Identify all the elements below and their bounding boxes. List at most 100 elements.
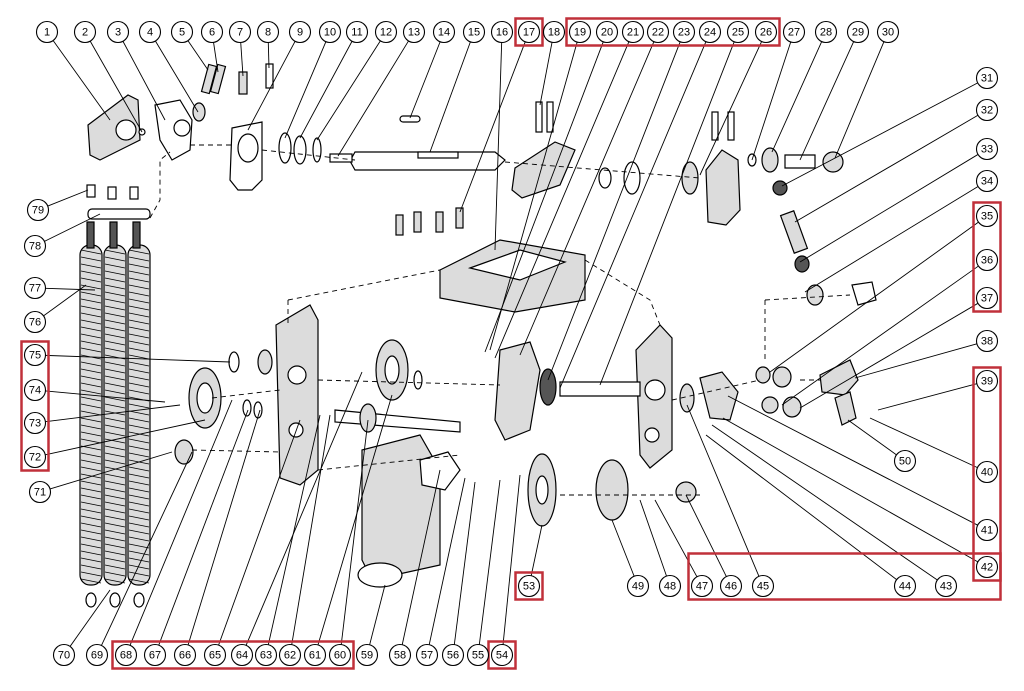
callout-5: 5 [170, 20, 194, 44]
callout-circle [203, 643, 227, 667]
leader-line-1 [52, 40, 111, 121]
spring-bar [87, 208, 151, 220]
callout-number: 9 [297, 27, 303, 39]
callout-number: 76 [29, 317, 41, 329]
bolt [129, 186, 139, 200]
callout-number: 59 [361, 650, 373, 662]
callout-number: 22 [652, 27, 664, 39]
callout-26: 26 [754, 20, 778, 44]
leader-line-40 [869, 417, 978, 469]
callout-circle [876, 20, 900, 44]
callout-number: 64 [236, 650, 248, 662]
callout-circle [318, 20, 342, 44]
leader-line-28 [771, 41, 823, 153]
callout-circle [114, 643, 138, 667]
callout-70: 70 [52, 643, 76, 667]
leader-line-59 [369, 584, 386, 645]
callout-56: 56 [441, 643, 465, 667]
sprocket-plate [494, 341, 541, 441]
callout-circle [698, 20, 722, 44]
callout-circle [726, 20, 750, 44]
callout-number: 53 [523, 581, 535, 593]
leader-line-56 [453, 481, 476, 645]
callout-circle [26, 198, 50, 222]
callout-21: 21 [621, 20, 645, 44]
mounting-bracket [87, 94, 141, 161]
leader-line-24 [559, 41, 707, 389]
callout-73: 73 [23, 411, 47, 435]
callout-69: 69 [85, 643, 109, 667]
leader-line-8 [267, 42, 270, 69]
bolt [86, 184, 96, 198]
callout-number: 1 [44, 27, 50, 39]
callout-number: 26 [760, 27, 772, 39]
leader-line-63 [267, 414, 321, 645]
callout-circle [814, 20, 838, 44]
callout-number: 35 [981, 211, 993, 223]
callout-circle [278, 643, 302, 667]
callout-number: 72 [29, 452, 41, 464]
leader-line-6 [213, 42, 219, 73]
callout-circle [975, 518, 999, 542]
callout-circle [517, 574, 541, 598]
callout-number: 75 [29, 350, 41, 362]
callout-circle [441, 643, 465, 667]
callout-12: 12 [374, 20, 398, 44]
callout-number: 56 [447, 650, 459, 662]
leader-line-3 [122, 41, 166, 121]
callout-number: 18 [548, 27, 560, 39]
callout-number: 6 [209, 27, 215, 39]
callout-number: 65 [209, 650, 221, 662]
callout-number: 3 [115, 27, 121, 39]
callout-57: 57 [415, 643, 439, 667]
callout-30: 30 [876, 20, 900, 44]
bolt [107, 186, 117, 200]
callout-number: 70 [58, 650, 70, 662]
callout-circle [230, 643, 254, 667]
highlight-boxes [20, 17, 1002, 670]
callout-48: 48 [658, 574, 682, 598]
leader-line-60 [340, 419, 369, 645]
leader-line-2 [89, 40, 143, 133]
callout-75: 75 [23, 343, 47, 367]
callout-number: 20 [601, 27, 613, 39]
leader-line-36 [781, 265, 979, 406]
callout-number: 57 [421, 650, 433, 662]
callout-circle [303, 643, 327, 667]
callout-number: 50 [899, 456, 911, 468]
callout-number: 73 [29, 418, 41, 430]
callout-number: 24 [704, 27, 716, 39]
callout-circle [646, 20, 670, 44]
callout-circle [388, 643, 412, 667]
callout-number: 55 [472, 650, 484, 662]
callout-number: 44 [899, 581, 911, 593]
leader-lines [43, 40, 979, 647]
callout-number: 43 [940, 581, 952, 593]
callout-circle [690, 574, 714, 598]
leader-line-7 [240, 42, 244, 77]
callout-number: 60 [334, 650, 346, 662]
callout-number: 29 [852, 27, 864, 39]
leader-line-35 [769, 221, 979, 373]
callout-29: 29 [846, 20, 870, 44]
callout-19: 19 [568, 20, 592, 44]
callout-number: 11 [351, 27, 362, 39]
callout-circle [975, 137, 999, 161]
part-drawings [79, 63, 877, 608]
callout-circle [672, 20, 696, 44]
leader-line-32 [794, 114, 979, 223]
callout-circle [374, 20, 398, 44]
callout-78: 78 [23, 234, 47, 258]
callout-circle [975, 248, 999, 272]
callout-20: 20 [595, 20, 619, 44]
leader-line-50 [847, 419, 897, 456]
callout-67: 67 [143, 643, 167, 667]
callout-circle [328, 643, 352, 667]
callout-54: 54 [490, 643, 514, 667]
leader-line-62 [291, 414, 331, 645]
callout-45: 45 [751, 574, 775, 598]
leader-line-73 [45, 404, 181, 423]
highlight-box-35-36-37 [972, 201, 1002, 313]
callout-circle [254, 643, 278, 667]
leader-line-61 [317, 394, 393, 646]
